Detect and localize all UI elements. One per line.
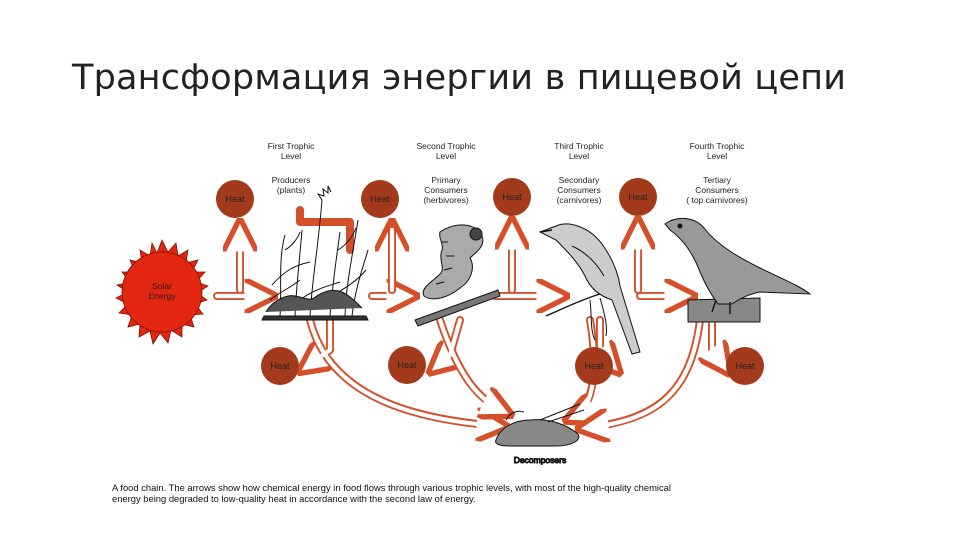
level-2-header: Second Trophic Level Primary Consumers (… [416,141,476,205]
heat-badge-7: Heat [575,347,613,385]
level-1-name-line1: First Trophic [268,141,316,151]
level-3-role-line2: Consumers [557,185,600,195]
heat-label-5: Heat [270,361,290,371]
sun-label-line1: Solar [152,281,172,291]
decomposers-illustration: Decomposers [495,403,585,466]
heat-label-4: Heat [628,192,648,202]
songbird-illustration [538,223,641,355]
level-4-role-line1: Tertiary [703,175,732,185]
sun-label-line2: Energy [149,291,177,301]
heat-label-3: Heat [502,192,522,202]
level-2-name-line1: Second Trophic [416,141,476,151]
level-3-name-line2: Level [569,151,589,161]
heat-label-1: Heat [225,194,245,204]
heat-badge-5: Heat [261,347,299,385]
level-3-role-line3: (carnivores) [557,195,602,205]
plants-illustration [261,185,369,321]
level-3-header: Third Trophic Level Secondary Consumers … [554,141,604,205]
level-3-name-line1: Third Trophic [554,141,604,151]
heat-label-2: Heat [370,194,390,204]
level-4-name-line1: Fourth Trophic [690,141,746,151]
figure-caption: A food chain. The arrows show how chemic… [112,482,671,504]
heat-badge-8: Heat [726,347,764,385]
level-4-header: Fourth Trophic Level Tertiary Consumers … [686,141,748,205]
level-2-role-line3: (herbivores) [423,195,469,205]
heat-label-7: Heat [584,361,604,371]
level-1-role-line2: (plants) [277,185,306,195]
level-2-role-line1: Primary [431,175,461,185]
level-2-name-line2: Level [436,151,456,161]
heat-badge-1: Heat [216,180,254,218]
heat-badge-3: Heat [493,178,531,216]
heat-label-6: Heat [397,360,417,370]
heat-badge-4: Heat [619,178,657,216]
heat-label-8: Heat [735,361,755,371]
sun-icon: Solar Energy [115,239,209,346]
hawk-illustration [664,218,812,323]
level-2-role-line2: Consumers [424,185,467,195]
level-3-role-line1: Secondary [559,175,600,185]
slide-title: Трансформация энергии в пищевой цепи [72,58,847,98]
level-1-name-line2: Level [281,151,301,161]
level-4-role-line2: Consumers [695,185,738,195]
heat-badges: Heat Heat Heat Heat Heat Heat Heat Heat [216,178,764,385]
heat-badge-6: Heat [388,346,426,384]
heat-badge-2: Heat [361,180,399,218]
level-1-header: First Trophic Level Producers (plants) [268,141,316,195]
caterpillar-illustration [414,224,501,327]
level-1-role-line1: Producers [272,175,311,185]
level-4-role-line3: ( top carnivores) [686,195,748,205]
energy-arrows [213,206,725,428]
level-4-name-line2: Level [707,151,727,161]
decomposers-label: Decomposers [514,455,566,465]
